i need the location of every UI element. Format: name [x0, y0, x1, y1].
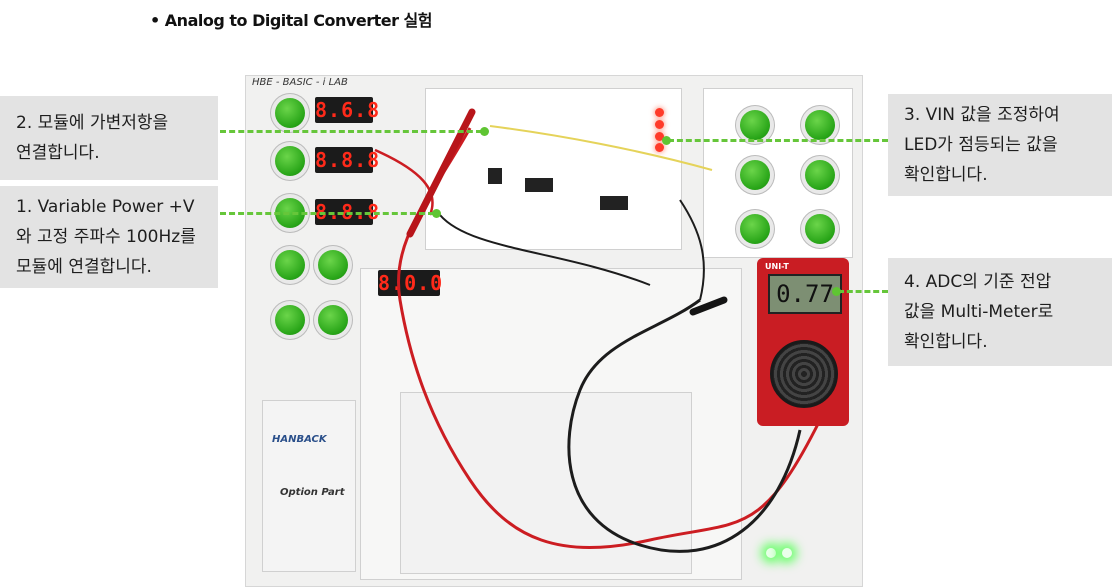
- multimeter-brand: UNI-T: [765, 262, 789, 271]
- knob: [805, 214, 835, 244]
- seven-segment-display: 8.0.0: [378, 270, 444, 296]
- option-part-label: Option Part: [280, 487, 345, 498]
- board-title: HBE - BASIC - i LAB: [252, 77, 348, 88]
- knob: [805, 160, 835, 190]
- power-led: [782, 548, 792, 558]
- callout-line: 4. ADC의 기준 전압: [904, 272, 1052, 292]
- power-led: [766, 548, 776, 558]
- knob: [805, 110, 835, 140]
- callout-connect-variable-resistor: 2. 모듈에 가변저항을 연결합니다.: [0, 96, 218, 180]
- callout-line: 1. Variable Power +V: [16, 197, 195, 217]
- ic-chip: [600, 196, 628, 210]
- hanback-logo: HANBACK: [272, 434, 327, 445]
- knob: [275, 98, 305, 128]
- callout-line: 연결합니다.: [16, 143, 100, 163]
- led: [655, 120, 664, 129]
- page-heading: • Analog to Digital Converter 실험: [150, 11, 432, 30]
- leader-line-end-dot: [662, 136, 671, 145]
- callout-line: 2. 모듈에 가변저항을: [16, 113, 169, 133]
- leader-line: [668, 139, 888, 142]
- leader-line-end-dot: [432, 209, 441, 218]
- leader-line-end-dot: [832, 287, 841, 296]
- callout-line: 값을 Multi-Meter로: [904, 302, 1054, 322]
- callout-line: 3. VIN 값을 조정하여: [904, 105, 1060, 125]
- knob: [275, 250, 305, 280]
- seven-segment-display: 8.8.8: [315, 147, 381, 173]
- adc-circuit-module: [425, 88, 682, 250]
- multimeter-reading: 0.77: [768, 274, 842, 314]
- led: [655, 108, 664, 117]
- callout-connect-variable-power: 1. Variable Power +V 와 고정 주파수 100Hz를 모듈에…: [0, 186, 218, 288]
- led: [655, 143, 664, 152]
- callout-adjust-vin: 3. VIN 값을 조정하여 LED가 점등되는 값을 확인합니다.: [888, 94, 1112, 196]
- ic-chip: [525, 178, 553, 192]
- callout-line: 확인합니다.: [904, 332, 988, 352]
- lower-module: [400, 392, 692, 574]
- leader-line: [220, 212, 434, 215]
- option-part-panel: [262, 400, 356, 572]
- seven-segment-display: 8.6.8: [315, 97, 381, 123]
- leader-line-end-dot: [480, 127, 489, 136]
- knob: [275, 305, 305, 335]
- callout-line: 와 고정 주파수 100Hz를: [16, 227, 196, 247]
- multimeter-dial: [770, 340, 838, 408]
- callout-line: LED가 점등되는 값을: [904, 135, 1058, 155]
- ic-chip: [488, 168, 502, 184]
- leader-line: [220, 130, 482, 133]
- callout-line: 확인합니다.: [904, 165, 988, 185]
- callout-line: 모듈에 연결합니다.: [16, 257, 152, 277]
- knob: [318, 305, 348, 335]
- leader-line: [838, 290, 888, 293]
- callout-measure-reference-voltage: 4. ADC의 기준 전압 값을 Multi-Meter로 확인합니다.: [888, 258, 1112, 366]
- knob: [740, 214, 770, 244]
- knob: [318, 250, 348, 280]
- knob: [740, 160, 770, 190]
- knob: [275, 146, 305, 176]
- knob: [740, 110, 770, 140]
